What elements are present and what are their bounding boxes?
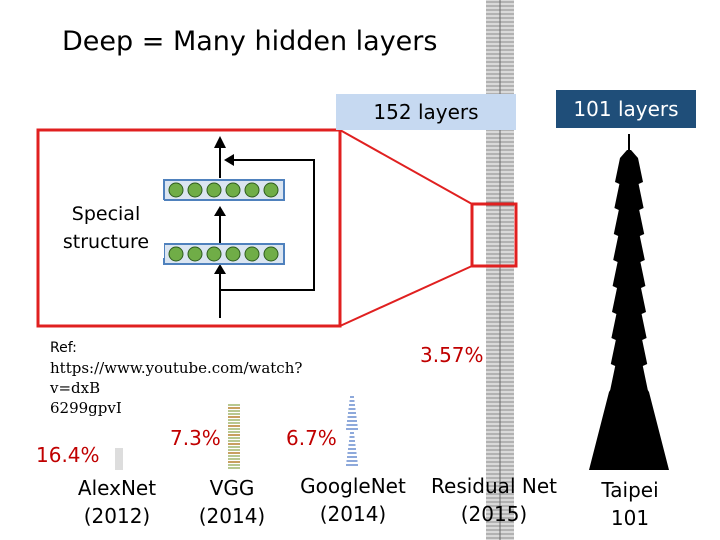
vgg-layer [228,422,240,424]
vgg-layer [228,416,240,418]
special-label-line1: Special [71,203,141,225]
vgg-layer [228,425,240,427]
neuron [225,246,241,262]
model-year: (2014) [319,502,387,526]
neuron [244,182,260,198]
vgg-layer [228,446,240,448]
vgg-layer [228,440,240,442]
model-name: GoogleNet [300,474,406,498]
vgg-layer [228,461,240,463]
model-name: Taipei [601,478,659,502]
googlenet-layer [349,436,355,438]
zoom-highlight-box [470,202,518,268]
arrow-head [214,206,226,216]
reference-url-line1[interactable]: https://www.youtube.com/watch?v=dxB [50,359,303,397]
model-year: (2014) [198,504,266,528]
model-name: AlexNet [77,476,157,500]
vgg-layer [228,458,240,460]
neuron [206,182,222,198]
vgg-layer [228,410,240,412]
googlenet-layer [350,396,354,398]
googlenet-layer [348,448,356,450]
special-label-line2: structure [62,231,150,253]
neuron [244,246,260,262]
hidden-layer-bottom [163,243,285,265]
alexnet-error: 16.4% [36,443,100,467]
vgg-layer [228,452,240,454]
model-name: VGG [209,476,255,500]
vgg-layer [228,434,240,436]
resnet-layer-count: 152 layers [336,94,516,130]
googlenet-layer [346,424,358,426]
vgg-layer [228,437,240,439]
googlenet-error: 6.7% [286,426,337,450]
arrow-head [214,136,226,148]
resnet-error: 3.57% [420,343,484,367]
googlenet-layer [350,432,354,434]
reference: Ref: https://www.youtube.com/watch?v=dxB… [50,338,350,418]
vgg-thumbnail [228,404,240,469]
vgg-layer [228,443,240,445]
vgg-layer [228,419,240,421]
neuron [168,246,184,262]
reference-heading: Ref: [50,340,77,356]
arrow-head [214,264,226,274]
residual-block [163,136,315,318]
callout-line-bottom [339,265,473,327]
googlenet-layer [349,400,355,402]
neuron [187,182,203,198]
googlenet-layer [348,412,356,414]
model-taipei: Taipei 101 [590,476,670,532]
page-title: Deep = Many hidden layers [62,26,438,57]
neuron [168,182,184,198]
googlenet-layer [347,452,357,454]
callout-line-top [339,129,473,205]
neuron [206,246,222,262]
vgg-layer [228,467,240,469]
model-alexnet: AlexNet (2012) [62,474,172,530]
googlenet-layer [348,444,356,446]
vgg-layer [228,449,240,451]
taipei-layer-count: 101 layers [556,90,696,128]
googlenet-layer [349,440,355,442]
googlenet-layer [347,416,357,418]
googlenet-layer [346,428,358,430]
googlenet-layer [346,464,358,466]
neuron [225,182,241,198]
hidden-layer-top [163,179,285,201]
neuron [187,246,203,262]
arrow-head [224,154,234,166]
taipei-101-tower [589,134,669,470]
vgg-layer [228,464,240,466]
model-vgg: VGG (2014) [182,474,282,530]
skip-connection [220,159,315,291]
zoom-panel [36,128,342,328]
googlenet-thumbnail [346,396,358,466]
resnet-layer-strip [486,0,514,540]
googlenet-layer [348,408,356,410]
googlenet-layer [347,420,357,422]
model-name: Residual Net [431,474,557,498]
model-year: (2015) [460,502,528,526]
vgg-layer [228,431,240,433]
vgg-layer [228,455,240,457]
special-structure-label: Special structure [48,200,164,258]
vgg-layer [228,413,240,415]
model-resnet: Residual Net (2015) [426,472,562,528]
model-year: (2012) [83,504,151,528]
reference-url-line2[interactable]: 6299gpvI [50,399,122,417]
model-year: 101 [610,506,650,530]
vgg-layer [228,404,240,406]
vgg-error: 7.3% [170,426,221,450]
model-googlenet: GoogleNet (2014) [290,472,416,528]
alexnet-thumbnail [115,448,123,470]
vgg-layer [228,428,240,430]
googlenet-layer [346,460,358,462]
neuron [263,182,279,198]
googlenet-layer [349,404,355,406]
vgg-layer [228,407,240,409]
neuron [263,246,279,262]
googlenet-layer [347,456,357,458]
